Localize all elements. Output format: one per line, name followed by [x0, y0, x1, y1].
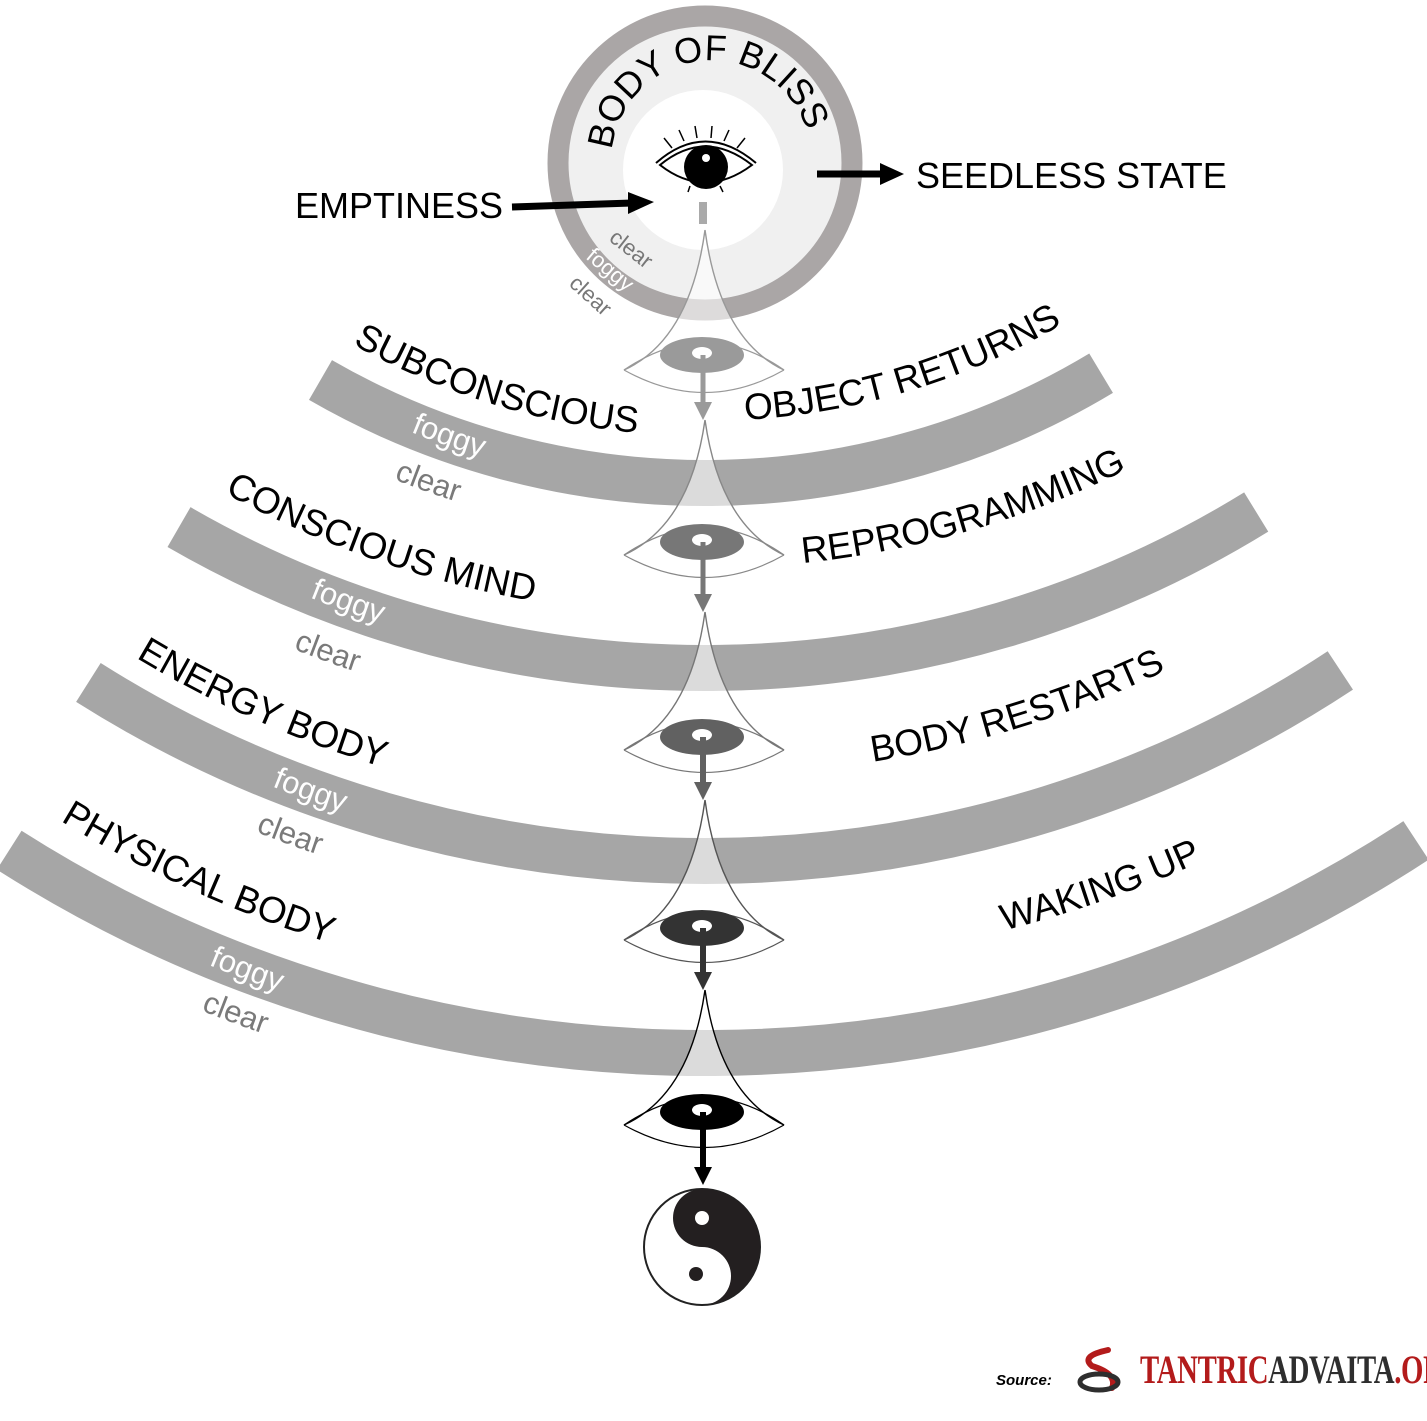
- eye-icon: [655, 125, 757, 193]
- brand-advaita: ADVAITA: [1268, 1347, 1395, 1392]
- funnel-eye: [623, 229, 785, 420]
- source-brand-link[interactable]: TANTRICADVAITA.ORG: [1140, 1346, 1427, 1393]
- down-arrow-icon: [694, 1112, 712, 1185]
- funnel-eye: [623, 419, 785, 612]
- down-arrow-icon: [694, 737, 712, 800]
- down-arrow-icon: [699, 202, 707, 224]
- brand-tantric: TANTRIC: [1140, 1347, 1269, 1392]
- down-arrow-icon: [694, 542, 712, 612]
- funnel-eye: [623, 611, 785, 800]
- funnels: [623, 229, 785, 1185]
- down-arrow-icon: [694, 355, 712, 420]
- yin-yang-icon: [643, 1188, 761, 1306]
- seedless-arrow-icon: [817, 163, 904, 185]
- band-conscious-mind: [167, 492, 1269, 691]
- tantric-logo-icon: [1077, 1347, 1121, 1393]
- emptiness-arrow-icon: [511, 192, 654, 214]
- emptiness-label: EMPTINESS: [295, 185, 504, 226]
- body-of-bliss-circle: [547, 5, 863, 321]
- down-arrow-icon: [694, 928, 712, 990]
- funnel-eye: [623, 989, 785, 1185]
- funnel-eye: [623, 799, 785, 990]
- outcome-label: WAKING UP: [996, 831, 1206, 938]
- brand-org: .ORG: [1394, 1347, 1427, 1392]
- source-label: Source:: [996, 1372, 1052, 1389]
- seedless-state-label: SEEDLESS STATE: [916, 155, 1227, 196]
